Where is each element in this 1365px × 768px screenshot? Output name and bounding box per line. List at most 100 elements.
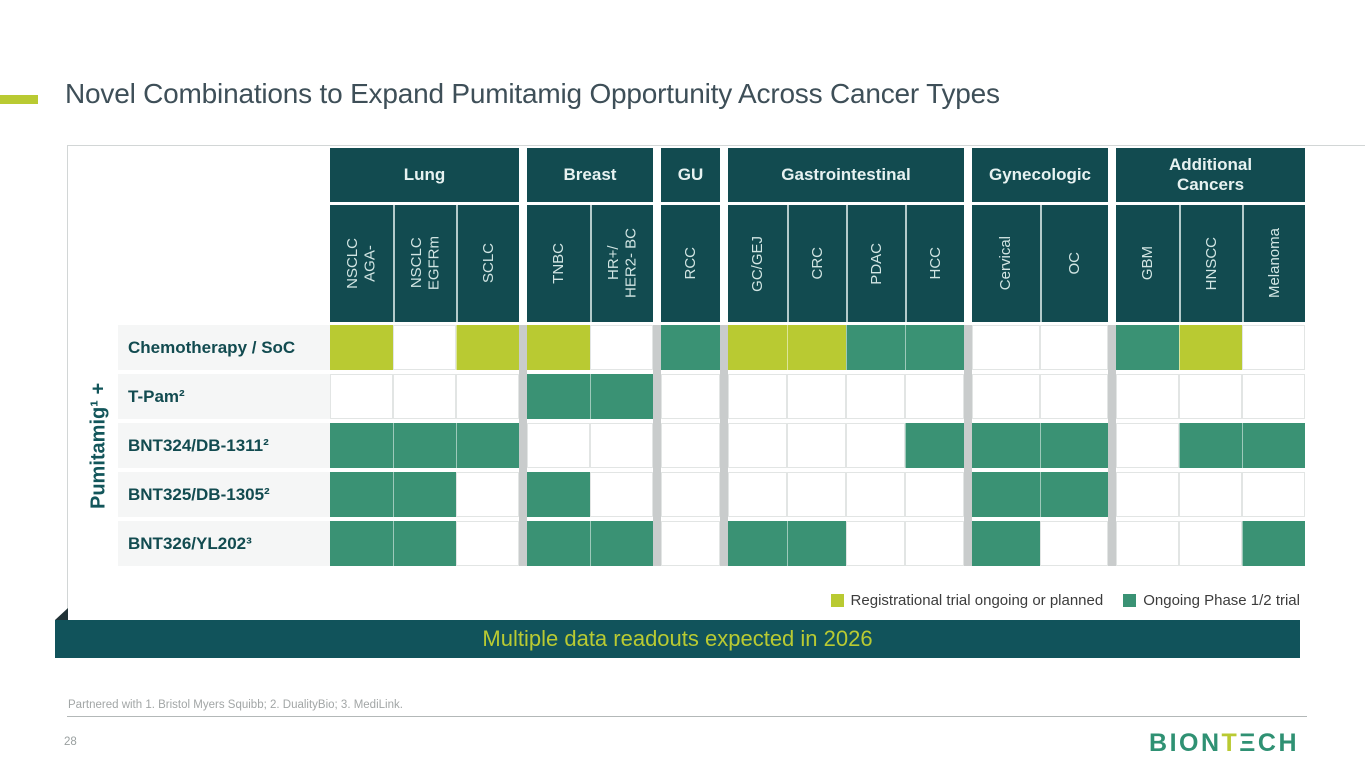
- matrix-cell: [456, 423, 519, 468]
- matrix-cell: [1040, 472, 1108, 517]
- matrix-cell: [1242, 325, 1305, 370]
- matrix-cell: [1116, 472, 1179, 517]
- matrix-cell: [846, 325, 905, 370]
- matrix-cell: [972, 325, 1040, 370]
- matrix-panel: [67, 145, 1365, 621]
- matrix-cell: [905, 472, 964, 517]
- cancer-group-header: Gynecologic: [972, 148, 1108, 202]
- banner-fold-icon: [55, 608, 68, 620]
- matrix-cell: [393, 521, 456, 566]
- matrix-cell: [787, 374, 846, 419]
- row-label: BNT324/DB-1311²: [118, 423, 330, 468]
- matrix-cell: [590, 521, 653, 566]
- matrix-cell: [972, 521, 1040, 566]
- legend-label: Ongoing Phase 1/2 trial: [1143, 592, 1300, 609]
- matrix-cell: [728, 423, 787, 468]
- matrix-cell: [393, 472, 456, 517]
- matrix-cell: [590, 374, 653, 419]
- matrix-cell: [787, 472, 846, 517]
- matrix-cell: [1116, 374, 1179, 419]
- matrix-cell: [1179, 521, 1242, 566]
- cancer-type-column: TNBC: [527, 205, 590, 570]
- matrix-cell: [527, 423, 590, 468]
- title-accent-dash: [0, 95, 38, 104]
- cancer-type-header: HCC: [905, 205, 964, 322]
- cancer-type-header: HR+/ HER2- BC: [590, 205, 653, 322]
- matrix-cell: [661, 521, 720, 566]
- cancer-type-header: HNSCC: [1179, 205, 1242, 322]
- matrix-cell: [1040, 374, 1108, 419]
- matrix-cell: [456, 472, 519, 517]
- cancer-type-header: CRC: [787, 205, 846, 322]
- matrix-cell: [846, 521, 905, 566]
- row-label: T-Pam²: [118, 374, 330, 419]
- cancer-type-column: Melanoma: [1242, 205, 1305, 570]
- legend: Registrational trial ongoing or planned O…: [830, 592, 1300, 609]
- matrix-cell: [1179, 423, 1242, 468]
- cancer-type-header: GBM: [1116, 205, 1179, 322]
- cancer-type-column: CRC: [787, 205, 846, 570]
- matrix-cell: [846, 374, 905, 419]
- cancer-type-header: Cervical: [972, 205, 1040, 322]
- cancer-type-column: NSCLC EGFRm: [393, 205, 456, 570]
- matrix-cell: [393, 423, 456, 468]
- matrix-cell: [456, 521, 519, 566]
- row-label: BNT326/YL202³: [118, 521, 330, 566]
- matrix-cell: [661, 325, 720, 370]
- page-number: 28: [64, 736, 77, 748]
- matrix-cell: [456, 325, 519, 370]
- cancer-type-header: PDAC: [846, 205, 905, 322]
- row-label-spacer: [118, 148, 330, 325]
- legend-label: Registrational trial ongoing or planned: [850, 592, 1104, 609]
- matrix-cell: [1242, 374, 1305, 419]
- cancer-group-header: Breast: [527, 148, 653, 202]
- matrix-cell: [330, 423, 393, 468]
- matrix-cell: [846, 423, 905, 468]
- cancer-type-header: NSCLC AGA-: [330, 205, 393, 322]
- matrix-cell: [661, 472, 720, 517]
- matrix-cell: [330, 325, 393, 370]
- cancer-type-column: Cervical: [972, 205, 1040, 570]
- matrix-cell: [1040, 325, 1108, 370]
- footnote-divider: [67, 716, 1307, 717]
- matrix-cell: [590, 325, 653, 370]
- row-label: BNT325/DB-1305²: [118, 472, 330, 517]
- row-label: Chemotherapy / SoC: [118, 325, 330, 370]
- matrix-cell: [787, 423, 846, 468]
- footnote: Partnered with 1. Bristol Myers Squibb; …: [68, 699, 403, 711]
- matrix-cell: [787, 521, 846, 566]
- matrix-cell: [905, 423, 964, 468]
- matrix-cell: [330, 521, 393, 566]
- legend-item: Ongoing Phase 1/2 trial: [1123, 592, 1300, 609]
- cancer-type-column: GBM: [1116, 205, 1179, 570]
- matrix-cell: [527, 472, 590, 517]
- matrix-cell: [1179, 325, 1242, 370]
- cancer-type-header: GC/GEJ: [728, 205, 787, 322]
- matrix-cell: [972, 423, 1040, 468]
- matrix-cell: [1040, 521, 1108, 566]
- cancer-type-column: SCLC: [456, 205, 519, 570]
- cancer-type-column: HNSCC: [1179, 205, 1242, 570]
- page-title: Novel Combinations to Expand Pumitamig O…: [65, 78, 1000, 109]
- legend-swatch-icon: [830, 594, 844, 607]
- matrix-cell: [1040, 423, 1108, 468]
- matrix-cell: [1179, 472, 1242, 517]
- cancer-type-header: TNBC: [527, 205, 590, 322]
- matrix-cell: [728, 325, 787, 370]
- matrix-cell: [972, 374, 1040, 419]
- matrix-cell: [1116, 325, 1179, 370]
- cancer-group-header: GU: [661, 148, 720, 202]
- cancer-type-column: NSCLC AGA-: [330, 205, 393, 570]
- legend-item: Registrational trial ongoing or planned: [830, 592, 1104, 609]
- matrix-cell: [1242, 472, 1305, 517]
- logo-part-t: T: [1221, 729, 1240, 757]
- matrix-cell: [1116, 521, 1179, 566]
- matrix-cell: [728, 374, 787, 419]
- cancer-type-header: SCLC: [456, 205, 519, 322]
